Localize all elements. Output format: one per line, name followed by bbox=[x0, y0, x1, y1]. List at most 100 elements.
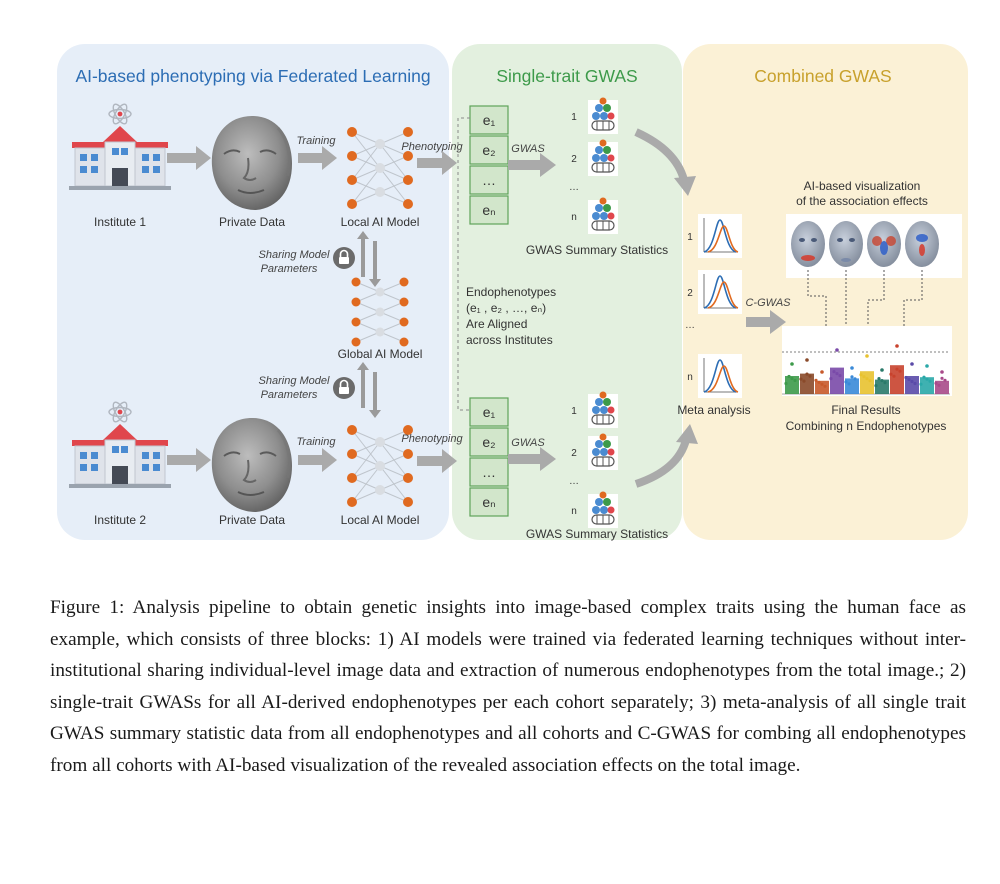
lock-icon bbox=[332, 246, 356, 270]
manhattan-column bbox=[890, 365, 904, 394]
endophenotype-column-1: e₁ e₂ … eₙ bbox=[469, 105, 509, 225]
endo-note-line1: Endophenotypes bbox=[466, 285, 556, 299]
endo-note-line4: across Institutes bbox=[466, 333, 553, 347]
manhattan-column bbox=[860, 371, 874, 394]
endophenotype-box bbox=[469, 487, 509, 517]
manhattan-peak bbox=[940, 370, 944, 374]
gwas-index-label: 2 bbox=[571, 448, 577, 459]
private-data-label-2: Private Data bbox=[219, 513, 285, 527]
dna-gwas-icon bbox=[587, 138, 619, 177]
manhattan-peak bbox=[790, 362, 794, 366]
cgwas-label: C-GWAS bbox=[745, 297, 791, 309]
cgwas-arrow bbox=[746, 310, 786, 334]
manhattan-column bbox=[905, 376, 919, 394]
curve-arrow-lower bbox=[634, 438, 690, 488]
local-model-label-1: Local AI Model bbox=[341, 215, 420, 229]
alignment-dashed-line bbox=[457, 117, 470, 411]
training-label-1: Training bbox=[297, 135, 337, 147]
manhattan-peak bbox=[880, 368, 884, 372]
gwas-index-label: 1 bbox=[571, 406, 577, 417]
manhattan-column bbox=[815, 380, 829, 394]
endophenotype-label: … bbox=[482, 172, 496, 188]
endophenotype-label: e₁ bbox=[483, 112, 496, 128]
arrow-to-local-1 bbox=[298, 146, 337, 170]
manhattan-column bbox=[920, 377, 934, 394]
viz-label-line2: of the association effects bbox=[796, 194, 928, 208]
manhattan-point bbox=[940, 376, 944, 380]
private-data-label-1: Private Data bbox=[219, 215, 285, 229]
manhattan-peak bbox=[910, 362, 914, 366]
manhattan-column bbox=[785, 376, 799, 394]
arrow-to-endo-1 bbox=[417, 151, 457, 175]
combined-gwas-title: Combined GWAS bbox=[754, 66, 891, 86]
global-model-label: Global AI Model bbox=[338, 347, 423, 361]
meta-analysis-label: Meta analysis bbox=[677, 403, 750, 417]
sharing-label-lower-2: Parameters bbox=[261, 389, 318, 401]
endophenotype-label: e₁ bbox=[483, 404, 496, 420]
endophenotype-label: e₂ bbox=[482, 142, 495, 158]
manhattan-peak bbox=[805, 358, 809, 362]
gwas-index-label: … bbox=[569, 476, 579, 487]
gwas-summary-label-2: GWAS Summary Statistics bbox=[526, 527, 668, 541]
arrow-to-endo-2 bbox=[417, 449, 457, 473]
manhattan-peak bbox=[820, 370, 824, 374]
curve-arrow-upper-head bbox=[674, 176, 696, 196]
meta-curve-icon bbox=[697, 269, 743, 315]
institute-2-label: Institute 2 bbox=[94, 513, 146, 527]
gwas-icon-column-2: 1 2 … n bbox=[569, 390, 619, 529]
meta-curve-icon bbox=[697, 213, 743, 259]
endophenotype-box bbox=[469, 195, 509, 225]
manhattan-peak bbox=[850, 366, 854, 370]
endo-note-line3: Are Aligned bbox=[466, 317, 527, 331]
pipeline-figure: AI-based phenotyping via Federated Learn… bbox=[57, 44, 968, 541]
local-model-label-2: Local AI Model bbox=[341, 513, 420, 527]
gwas-index-label: 1 bbox=[571, 112, 577, 123]
gwas-summary-label-1: GWAS Summary Statistics bbox=[526, 243, 668, 257]
dna-gwas-icon bbox=[587, 432, 619, 471]
gwas-index-label: … bbox=[569, 182, 579, 193]
endophenotype-box bbox=[469, 397, 509, 427]
dna-gwas-icon bbox=[587, 490, 619, 529]
gwas-index-label: n bbox=[571, 506, 577, 517]
dna-gwas-icon bbox=[587, 96, 619, 135]
gwas-index-label: n bbox=[571, 212, 577, 223]
manhattan-column bbox=[875, 379, 889, 394]
manhattan-peak bbox=[865, 354, 869, 358]
manhattan-column bbox=[845, 378, 859, 394]
manhattan-column bbox=[830, 367, 844, 394]
meta-analysis-column: 12…n bbox=[685, 213, 743, 399]
manhattan-column bbox=[935, 380, 949, 394]
curve-arrow-upper bbox=[634, 128, 688, 182]
endo-note-line2: (e₁ , e₂ , …, eₙ) bbox=[466, 301, 546, 315]
viz-connector-lines bbox=[807, 270, 923, 344]
figure-caption: Figure 1: Analysis pipeline to obtain ge… bbox=[50, 597, 966, 776]
endophenotype-label: eₙ bbox=[482, 202, 495, 218]
gwas-arrow-2 bbox=[508, 447, 556, 471]
institute-1-label: Institute 1 bbox=[94, 215, 146, 229]
endophenotype-box bbox=[469, 135, 509, 165]
gwas-icon-column-1: 1 2 … n bbox=[569, 96, 619, 235]
dna-gwas-icon bbox=[587, 390, 619, 429]
federated-title: AI-based phenotyping via Federated Learn… bbox=[75, 66, 430, 86]
sharing-label-upper-1: Sharing Model bbox=[259, 249, 330, 261]
sharing-label-upper-2: Parameters bbox=[261, 263, 318, 275]
meta-curve-icon bbox=[697, 353, 743, 399]
endophenotype-label: … bbox=[482, 464, 496, 480]
training-label-2: Training bbox=[297, 436, 337, 448]
single-gwas-title: Single-trait GWAS bbox=[496, 66, 637, 86]
final-results-line2: Combining n Endophenotypes bbox=[786, 419, 947, 433]
meta-index-label: n bbox=[687, 372, 693, 383]
manhattan-peak bbox=[835, 348, 839, 352]
arrow-to-private-2 bbox=[167, 448, 211, 472]
manhattan-peak bbox=[925, 364, 929, 368]
meta-index-label: 1 bbox=[687, 232, 693, 243]
gwas-label-2: GWAS bbox=[511, 437, 545, 449]
viz-label-line1: AI-based visualization bbox=[804, 179, 921, 193]
arrow-to-local-2 bbox=[298, 448, 337, 472]
gwas-index-label: 2 bbox=[571, 154, 577, 165]
endophenotype-box bbox=[469, 105, 509, 135]
endophenotype-label: eₙ bbox=[482, 494, 495, 510]
endophenotype-box bbox=[469, 165, 509, 195]
final-results-line1: Final Results bbox=[831, 403, 900, 417]
